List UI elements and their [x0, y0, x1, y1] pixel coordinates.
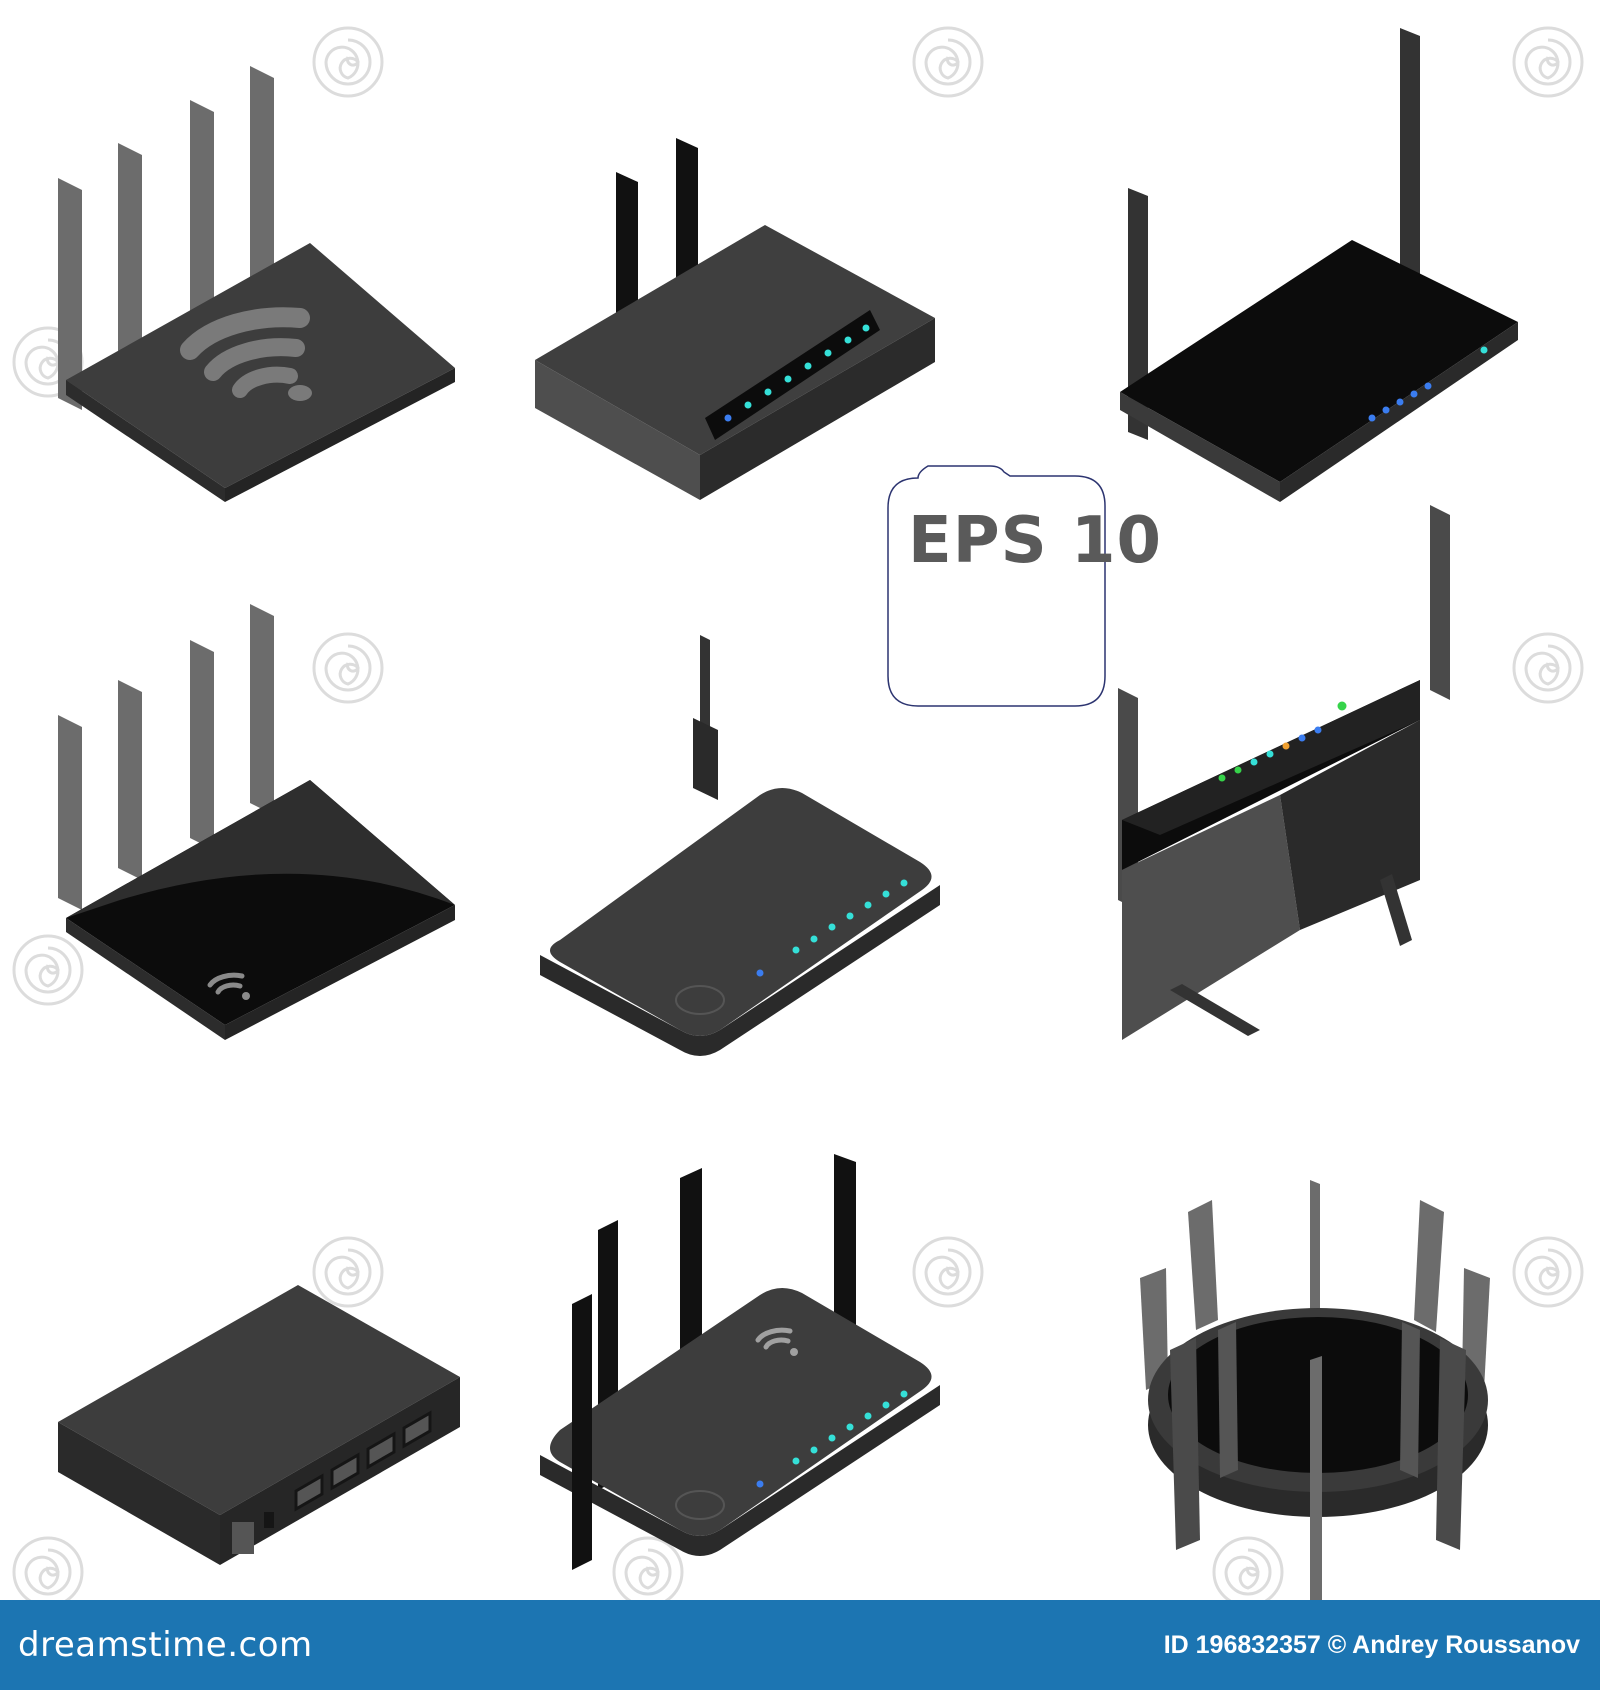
router-icon-9: [1140, 1180, 1490, 1600]
footer-credit: ID 196832357 © Andrey Roussanov: [1163, 1630, 1580, 1659]
eps-badge: EPS 10: [887, 465, 1162, 707]
footer-brand[interactable]: dreamstime.com: [18, 1625, 313, 1665]
router-icon-4: [58, 604, 455, 1040]
footer: dreamstime.com ID 196832357 © Andrey Rou…: [0, 1600, 1600, 1690]
led-strip: [724, 324, 870, 422]
router-icon-2: [535, 138, 935, 500]
router-icon-set-illustration: EPS 10: [12, 26, 1584, 1600]
router-icon-1: [58, 66, 455, 502]
wifi-icon: [207, 972, 245, 995]
led-row: [756, 1390, 908, 1488]
router-icon-3: [1120, 28, 1518, 502]
led-row: [1218, 701, 1347, 782]
led-row: [1368, 346, 1488, 422]
router-icon-7: [58, 1285, 460, 1565]
router-icon-8: [540, 1154, 940, 1570]
ethernet-ports: [294, 1410, 432, 1512]
eps-label: EPS 10: [908, 504, 1162, 578]
wifi-icon: [755, 1327, 793, 1350]
wifi-icon: [180, 307, 310, 398]
led-row: [756, 879, 908, 977]
router-icon-5: [540, 635, 940, 1056]
router-icon-6: [1118, 505, 1450, 1040]
